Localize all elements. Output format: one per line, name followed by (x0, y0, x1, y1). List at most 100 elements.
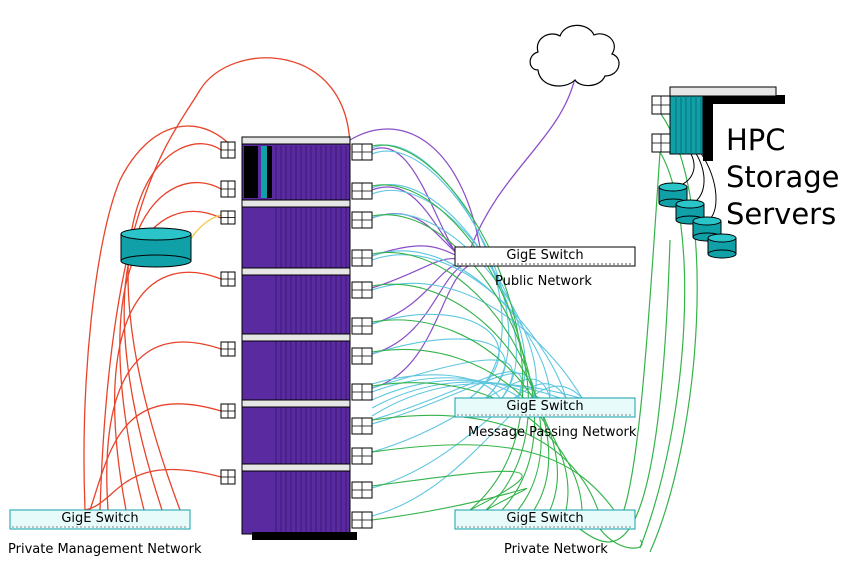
message-passing-cable (371, 254, 567, 399)
message-passing-switch-box (454, 397, 636, 418)
message-passing-cable (371, 381, 561, 409)
rack-left-port (220, 469, 236, 485)
rack-right-port (351, 511, 373, 529)
disk-top (692, 216, 722, 226)
rack-shelf (241, 267, 351, 276)
message-passing-cable (371, 359, 514, 399)
disk-link-cable (189, 214, 222, 241)
management-cable (99, 57, 351, 511)
rack-right-port (351, 347, 373, 365)
private-cable (371, 184, 529, 511)
rack-left-port (220, 180, 236, 198)
private-cable (579, 239, 671, 543)
storage-disk-icon (692, 216, 722, 242)
rack-right-port (351, 317, 373, 335)
rack-head-node-black-2 (267, 146, 272, 198)
public-network-label: Public Network (495, 274, 592, 289)
private-cable (371, 470, 523, 511)
network-cables (71, 57, 717, 553)
internet-cloud-icon (529, 24, 620, 87)
public-cable (469, 77, 576, 251)
storage-server-top (669, 86, 777, 97)
private-cable (371, 251, 542, 511)
management-network-label: Private Management Network (8, 542, 202, 557)
rack-top-cap (241, 136, 351, 145)
disk-bottom (707, 249, 737, 259)
rack-base (252, 532, 357, 540)
private-cable (619, 151, 661, 521)
management-cable (89, 403, 222, 511)
rack-right-port (351, 182, 373, 200)
rack-right-port (351, 383, 373, 401)
message-passing-cable (371, 144, 503, 399)
storage-label-line-1: HPC (726, 123, 786, 157)
storage-port (651, 133, 671, 153)
message-passing-cable (371, 377, 521, 399)
rack-right-port (351, 447, 373, 465)
storage-server (669, 86, 785, 161)
storage-disks (658, 182, 737, 259)
private-switch-box (454, 509, 636, 530)
rack-shelf (241, 333, 351, 342)
message-passing-cable (371, 374, 501, 399)
private-cable (371, 349, 569, 511)
storage-label-line-3: Servers (726, 197, 837, 231)
message-passing-cable (371, 378, 551, 453)
rack-head-node-black (244, 146, 258, 198)
rack-left-port (220, 403, 236, 419)
private-cable (371, 214, 536, 511)
message-passing-cable (371, 338, 506, 399)
private-cable (371, 144, 524, 511)
private-cable (649, 113, 698, 553)
management-disk-icon (120, 227, 192, 268)
storage-servers-label: HPC Storage Servers (726, 122, 839, 233)
rack-left-port (220, 210, 236, 225)
private-switch-label: GigE Switch (506, 511, 584, 526)
storage-server-shadow (703, 95, 785, 104)
message-passing-network-label: Message Passing Network (468, 425, 637, 440)
management-switch-box (9, 509, 191, 530)
management-cable (106, 341, 222, 511)
rack-left-port (220, 271, 236, 287)
message-passing-cable (371, 383, 581, 417)
message-passing-cable (371, 379, 541, 401)
management-cable (83, 125, 236, 511)
message-passing-cable (371, 282, 583, 399)
rack-right-port (351, 417, 373, 435)
disk-top (658, 182, 688, 192)
rack-right-port (351, 281, 373, 299)
rack-shelf (241, 199, 351, 208)
rack-head-node-teal (261, 146, 267, 198)
private-cable (371, 444, 615, 511)
private-cable (371, 488, 528, 521)
management-cable (127, 143, 222, 511)
private-cable (371, 319, 558, 511)
storage-disk-cable (689, 151, 705, 205)
rack-right-port (351, 481, 373, 499)
public-switch-label: GigE Switch (506, 248, 584, 263)
rack-right-port (351, 249, 373, 267)
message-passing-switch-label: GigE Switch (506, 399, 584, 414)
rack-shelf (241, 399, 351, 408)
message-passing-cable (371, 385, 583, 517)
public-cable (349, 128, 481, 248)
storage-disk-icon (675, 199, 705, 225)
private-cable (371, 283, 550, 511)
rack-right-port (351, 211, 373, 229)
storage-server-shadow-vertical (703, 95, 713, 161)
storage-port (651, 95, 671, 115)
storage-disk-cable (672, 151, 695, 188)
rack-right-port (351, 143, 373, 161)
storage-label-line-2: Storage (726, 160, 840, 194)
public-switch-box (454, 246, 636, 267)
disk-top (707, 233, 737, 243)
management-cable (71, 468, 222, 512)
disk-top (675, 199, 705, 209)
storage-disk-icon (707, 233, 737, 259)
private-cable (371, 414, 599, 511)
private-network-label: Private Network (504, 542, 608, 557)
private-cable (599, 528, 643, 549)
rack-shelves (241, 199, 351, 472)
